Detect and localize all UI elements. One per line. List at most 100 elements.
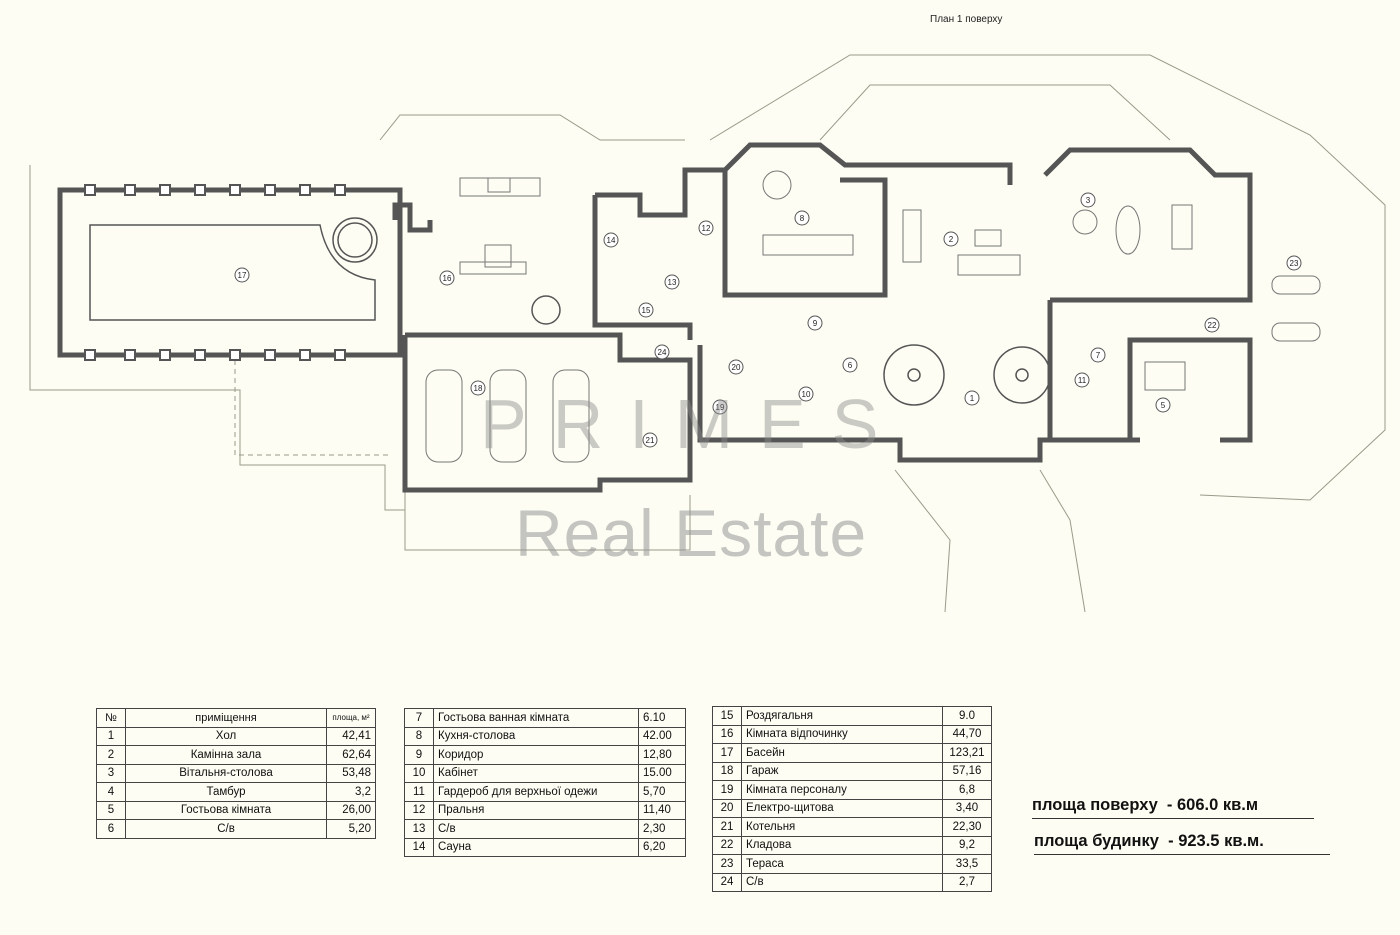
room-marker-label: 11 bbox=[1078, 376, 1087, 385]
watermark-text: Real Estate bbox=[515, 496, 868, 570]
room-marker-circle bbox=[842, 357, 858, 373]
room-marker-label: 9 bbox=[813, 319, 818, 328]
room-number-cell: 23 bbox=[712, 854, 742, 874]
spiral-stair-small bbox=[531, 295, 561, 325]
rest-room-wall bbox=[592, 195, 693, 340]
room-marker-circle bbox=[1204, 317, 1220, 333]
round-table bbox=[1072, 209, 1098, 235]
column bbox=[159, 349, 171, 361]
stair-core bbox=[907, 368, 921, 382]
room-marker-circle bbox=[470, 380, 486, 396]
room-number-cell: 14 bbox=[404, 837, 434, 857]
room-number-cell: 3 bbox=[96, 763, 126, 783]
room-marker-label: 22 bbox=[1208, 321, 1217, 330]
room-name-cell: Кімната персоналу bbox=[741, 780, 943, 800]
table bbox=[484, 244, 512, 268]
room-area-cell: 5,20 bbox=[326, 819, 376, 839]
room-number-cell: 24 bbox=[712, 872, 742, 892]
room-area-cell: 9.0 bbox=[942, 706, 992, 726]
jacuzzi-inner bbox=[337, 222, 373, 258]
pool-basin bbox=[89, 224, 376, 321]
room-marker-label: 6 bbox=[848, 361, 853, 370]
room-name-cell: Кладова bbox=[741, 835, 943, 855]
column bbox=[229, 184, 241, 196]
room-area-cell: 2,7 bbox=[942, 872, 992, 892]
column bbox=[194, 184, 206, 196]
room-area-cell: 9,2 bbox=[942, 835, 992, 855]
room-area-cell: 57,16 bbox=[942, 761, 992, 781]
room-name-cell: Басейн bbox=[741, 743, 943, 763]
room-marker-label: 18 bbox=[474, 384, 483, 393]
garage-walls bbox=[402, 332, 693, 493]
room-marker-circle bbox=[642, 432, 658, 448]
room-marker-label: 13 bbox=[668, 278, 677, 287]
bay-outline bbox=[819, 84, 1171, 141]
bed bbox=[1144, 361, 1186, 391]
room-number-cell: 19 bbox=[712, 780, 742, 800]
room-area-cell: 5,70 bbox=[638, 782, 686, 802]
header-num: № bbox=[96, 708, 126, 728]
oval-table bbox=[1115, 205, 1141, 255]
room-name-cell: С/в bbox=[125, 819, 327, 839]
center-lower-wall bbox=[697, 345, 1140, 463]
house-area-total: площа будинку - 923.5 кв.м. bbox=[1034, 832, 1330, 855]
column bbox=[264, 184, 276, 196]
room-name-cell: Електро-щитова bbox=[741, 798, 943, 818]
room-marker-label: 1 bbox=[970, 394, 975, 403]
room-marker-circle bbox=[712, 399, 728, 415]
room-marker-circle bbox=[638, 302, 654, 318]
room-marker-circle bbox=[1286, 255, 1302, 271]
room-name-cell: Вітальня-столова bbox=[125, 763, 327, 783]
room-marker-label: 24 bbox=[658, 348, 667, 357]
room-marker-label: 19 bbox=[716, 403, 725, 412]
room-area-cell: 12,80 bbox=[638, 745, 686, 765]
room-number-cell: 21 bbox=[712, 817, 742, 837]
room-marker-label: 20 bbox=[732, 363, 741, 372]
column bbox=[299, 184, 311, 196]
column bbox=[334, 184, 346, 196]
column bbox=[84, 184, 96, 196]
spiral-stair bbox=[883, 344, 945, 406]
room-name-cell: Котельня bbox=[741, 817, 943, 837]
room-area-cell: 6.10 bbox=[638, 708, 686, 728]
lounger bbox=[1271, 275, 1321, 295]
column bbox=[159, 184, 171, 196]
round-table bbox=[762, 170, 792, 200]
table-header-row: № приміщення площа, м² bbox=[96, 708, 376, 728]
room-marker-circle bbox=[1074, 372, 1090, 388]
site-outline bbox=[29, 165, 405, 511]
floor-area-total: площа поверху - 606.0 кв.м bbox=[1032, 796, 1314, 819]
room-marker-circle bbox=[439, 270, 455, 286]
room-name-cell: С/в bbox=[433, 819, 639, 839]
room-marker-circle bbox=[943, 231, 959, 247]
room-name-cell: Сауна bbox=[433, 837, 639, 857]
room-area-cell: 26,00 bbox=[326, 800, 376, 820]
room-name-cell: Тамбур bbox=[125, 782, 327, 802]
sofa bbox=[1171, 204, 1193, 250]
room-area-cell: 22,30 bbox=[942, 817, 992, 837]
room-marker-label: 14 bbox=[607, 236, 616, 245]
room-marker-label: 10 bbox=[802, 390, 811, 399]
room-marker-label: 23 bbox=[1290, 259, 1299, 268]
room-name-cell: С/в bbox=[741, 872, 943, 892]
coffee-table bbox=[974, 229, 1002, 247]
room-number-cell: 2 bbox=[96, 745, 126, 765]
room-name-cell: Пральня bbox=[433, 800, 639, 820]
room-number-cell: 6 bbox=[96, 819, 126, 839]
room-marker-label: 2 bbox=[949, 235, 954, 244]
